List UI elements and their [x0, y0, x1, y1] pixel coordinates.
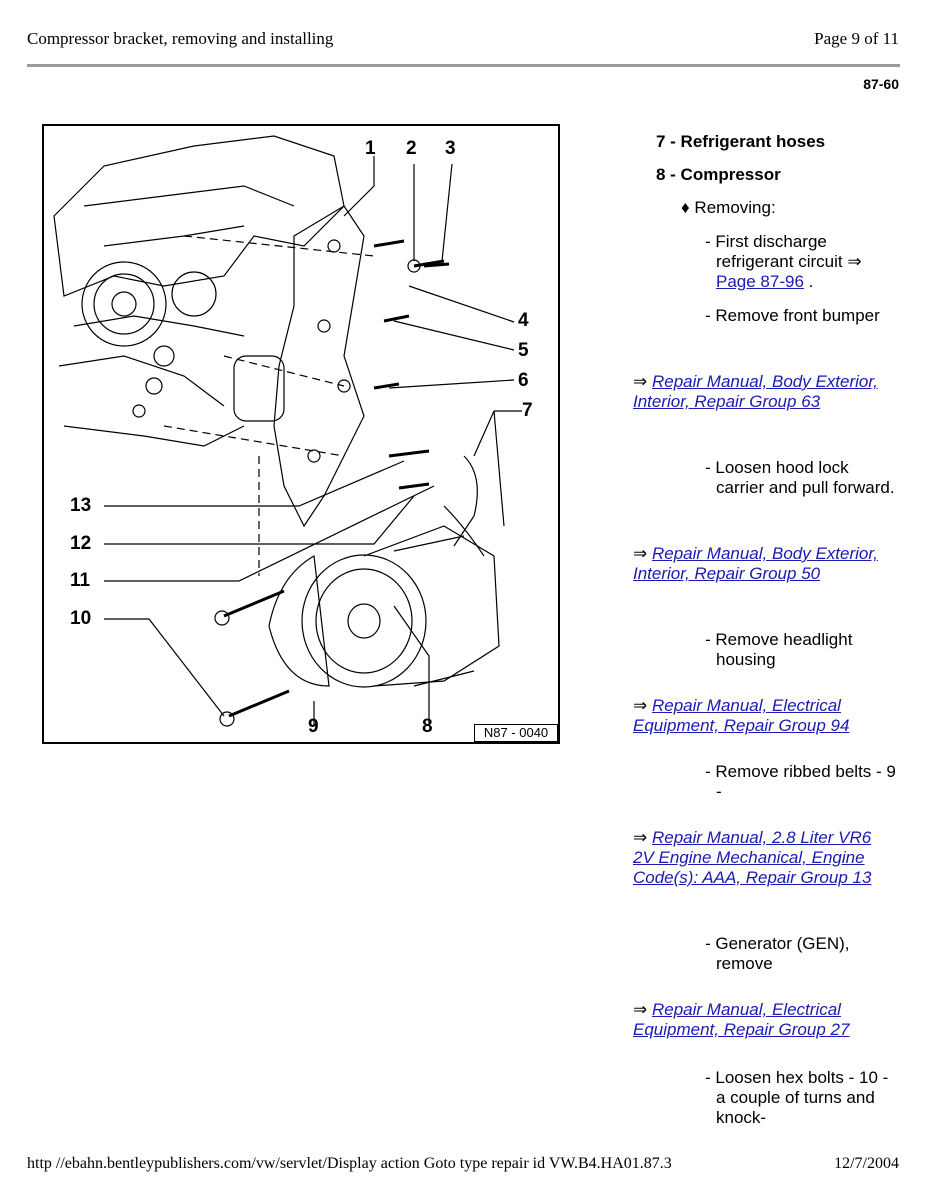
- arrow-icon: ⇒: [633, 828, 648, 847]
- step-discharge-text: - First discharge refrigerant circuit ⇒: [705, 232, 862, 271]
- repair-manual-body-63-link[interactable]: Repair Manual, Body Exterior, Interior, …: [633, 372, 878, 411]
- repair-manual-electrical-27-link[interactable]: Repair Manual, Electrical Equipment, Rep…: [633, 1000, 850, 1039]
- section-code: 87-60: [863, 76, 899, 92]
- link-electrical-94: ⇒ Repair Manual, Electrical Equipment, R…: [633, 696, 888, 736]
- repair-manual-body-50-link[interactable]: Repair Manual, Body Exterior, Interior, …: [633, 544, 878, 583]
- link-body-63: ⇒ Repair Manual, Body Exterior, Interior…: [633, 372, 888, 412]
- header-divider: [27, 64, 900, 67]
- item-7-heading: 7 - Refrigerant hoses: [656, 132, 826, 151]
- step-generator: - Generator (GEN), remove: [705, 934, 850, 973]
- item-8-heading: 8 - Compressor: [656, 165, 781, 184]
- step-bumper: - Remove front bumper: [705, 306, 880, 325]
- page-87-96-link[interactable]: Page 87-96: [716, 272, 804, 291]
- footer-date: 12/7/2004: [834, 1155, 899, 1172]
- diagram-drawing: [53, 135, 522, 727]
- page-number: Page 9 of 11: [814, 29, 899, 48]
- callout-6: 6: [518, 370, 529, 391]
- callout-13: 13: [70, 495, 92, 516]
- repair-manual-engine-13-link[interactable]: Repair Manual, 2.8 Liter VR6 2V Engine M…: [633, 828, 872, 887]
- step-headlight: - Remove headlight housing: [705, 630, 853, 669]
- step-hood-lock: - Loosen hood lock carrier and pull forw…: [705, 458, 895, 497]
- callout-12: 12: [70, 533, 92, 554]
- document-title: Compressor bracket, removing and install…: [27, 29, 334, 48]
- figure-id: N87 - 0040: [474, 724, 558, 742]
- diamond-bullet-icon: ♦: [681, 198, 690, 217]
- arrow-icon: ⇒: [633, 1000, 648, 1019]
- callout-8: 8: [422, 716, 433, 737]
- callout-4: 4: [518, 310, 529, 331]
- link-body-50: ⇒ Repair Manual, Body Exterior, Interior…: [633, 544, 888, 584]
- arrow-icon: ⇒: [633, 372, 648, 391]
- step-ribbed-belts: - Remove ribbed belts - 9 -: [705, 762, 896, 801]
- callout-9: 9: [308, 716, 319, 737]
- callout-2: 2: [406, 138, 417, 159]
- callout-5: 5: [518, 340, 529, 361]
- link-electrical-27: ⇒ Repair Manual, Electrical Equipment, R…: [633, 1000, 888, 1040]
- arrow-icon: ⇒: [633, 696, 648, 715]
- callout-11: 11: [70, 570, 91, 591]
- step-discharge-tail: .: [808, 272, 814, 291]
- page-footer: http //ebahn.bentleypublishers.com/vw/se…: [27, 1155, 899, 1173]
- step-hex-bolts: - Loosen hex bolts - 10 - a couple of tu…: [705, 1068, 889, 1127]
- exploded-diagram: 1 2 3 4 5 6 7 13 12 11 10 9 8 N87 - 0040: [42, 124, 560, 744]
- callout-10: 10: [70, 608, 92, 629]
- footer-url: http //ebahn.bentleypublishers.com/vw/se…: [27, 1155, 672, 1172]
- removing-label: Removing:: [694, 198, 776, 217]
- removing-bullet: ♦ Removing:: [681, 198, 776, 218]
- callout-7: 7: [522, 400, 533, 421]
- repair-manual-electrical-94-link[interactable]: Repair Manual, Electrical Equipment, Rep…: [633, 696, 850, 735]
- step-discharge: - First discharge refrigerant circuit ⇒ …: [705, 232, 896, 292]
- callout-3: 3: [445, 138, 456, 159]
- arrow-icon: ⇒: [633, 544, 648, 563]
- callout-1: 1: [365, 138, 376, 159]
- link-engine-13: ⇒ Repair Manual, 2.8 Liter VR6 2V Engine…: [633, 828, 888, 888]
